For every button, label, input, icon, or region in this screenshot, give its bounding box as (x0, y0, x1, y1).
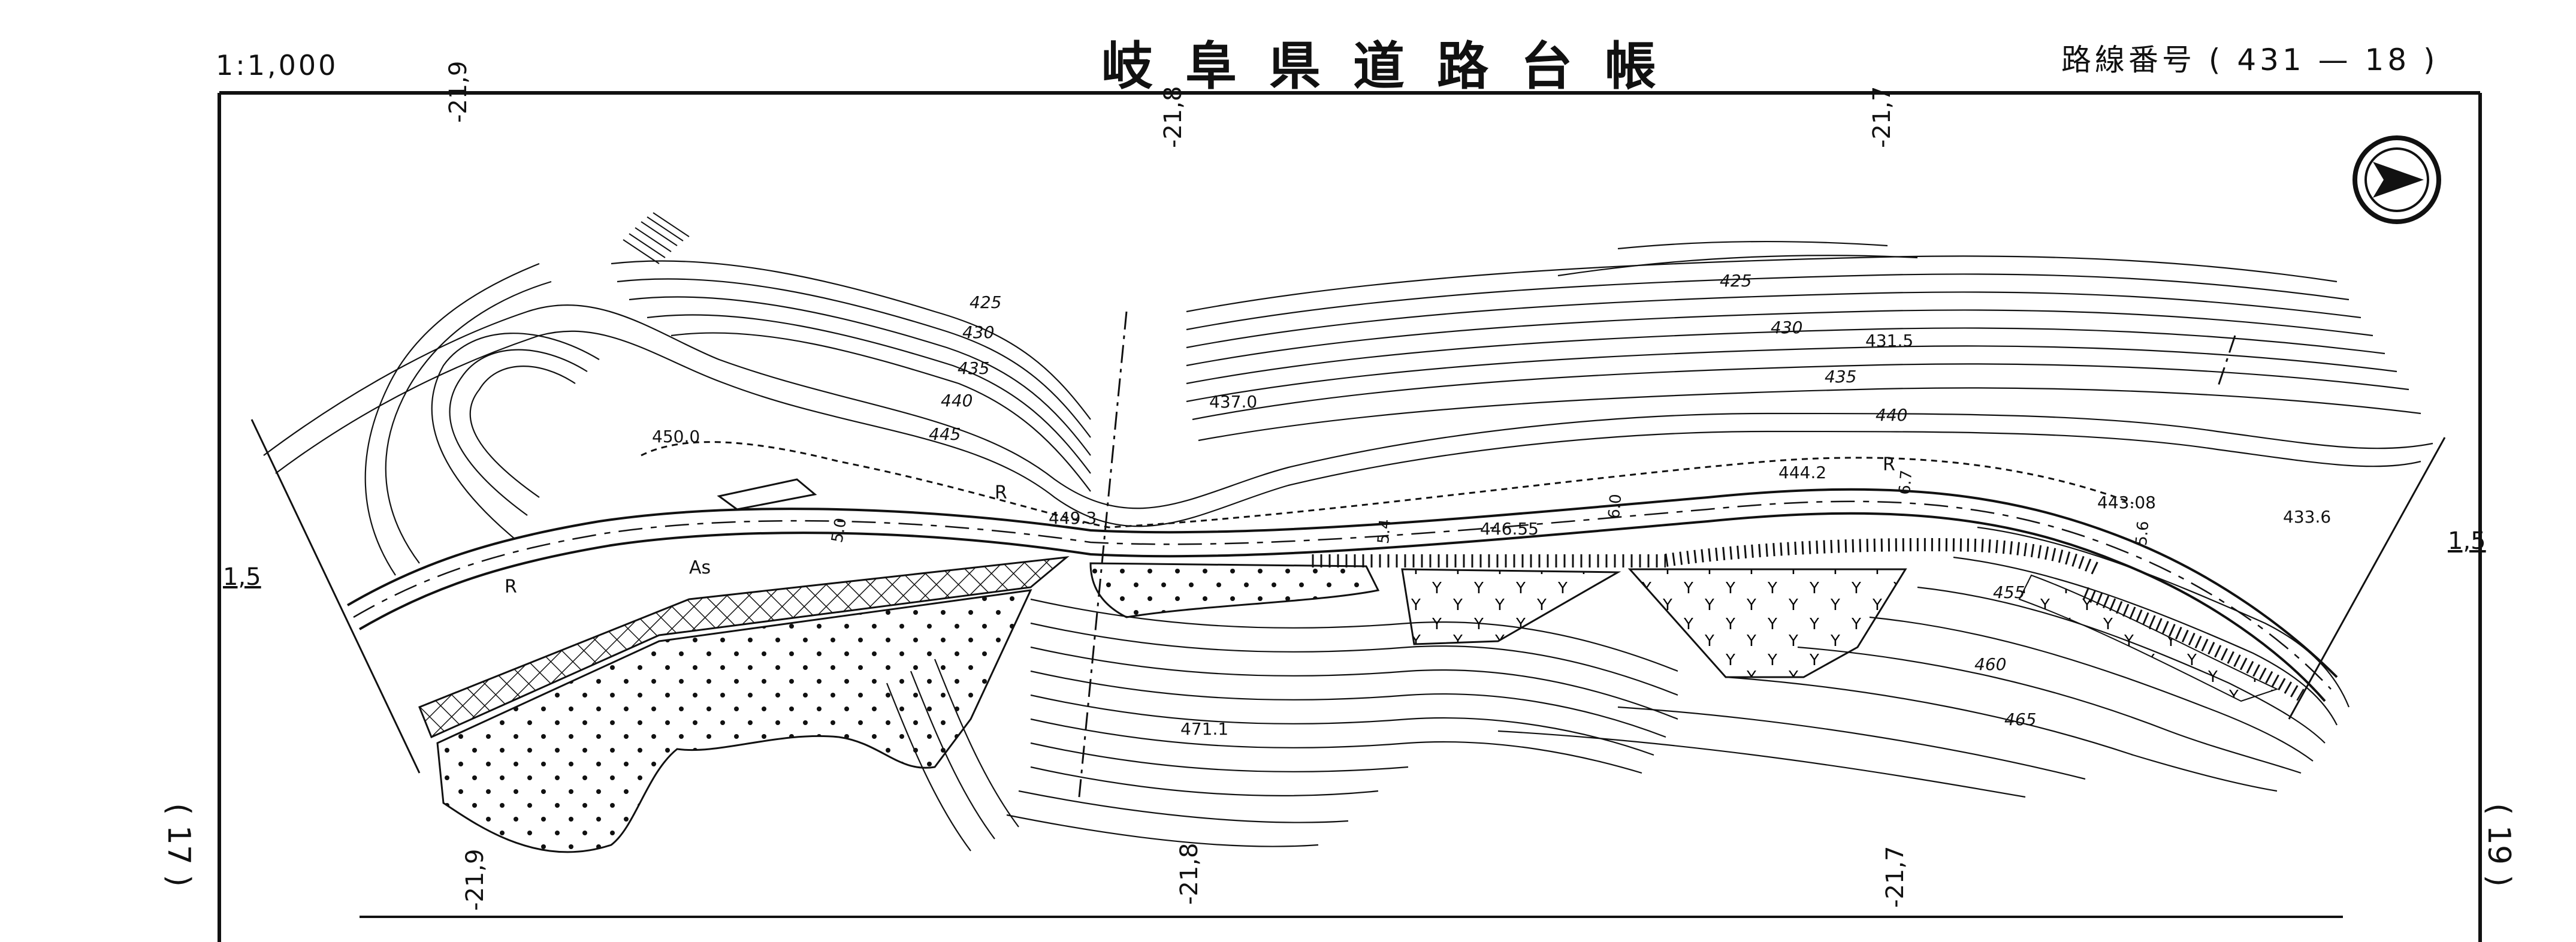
grid-label-right-row: 1,5 (2448, 527, 2486, 555)
retaining-wall-east (1665, 538, 2100, 575)
contour-label: 450.0 (652, 427, 700, 446)
contour-label: 445 (929, 424, 961, 444)
contour-lines (263, 240, 2433, 852)
grid-lines (1077, 311, 2236, 804)
contour-label: 425 (970, 292, 1002, 312)
route-label: 路線番号 (2061, 43, 2196, 77)
map-scale: 1:1,000 (216, 49, 339, 81)
retaining-wall (1306, 554, 1666, 567)
contour-label: 430 (962, 322, 995, 342)
contour-label: 435 (1825, 367, 1857, 387)
width-mark: 6.7 (1895, 469, 1916, 496)
map-frame (218, 91, 2482, 942)
contour-label: 440 (941, 391, 973, 410)
grid-label-bottom-3: -21,7 (1882, 846, 1909, 908)
embankment-zone-far-east (2018, 574, 2279, 702)
contour-label: 465 (2004, 709, 2037, 729)
contour-label: 460 (1974, 654, 2007, 674)
contour-label: 431.5 (1865, 331, 1914, 351)
road-alignment (346, 441, 2338, 702)
structure-outline (717, 478, 817, 511)
contour-label: 440 (1876, 405, 1908, 425)
road-curve-mark: R (1883, 454, 1895, 475)
hatched-fill-zone (418, 555, 1070, 739)
width-mark: 5.4 (1374, 518, 1395, 545)
contour-label: 455 (1993, 582, 2025, 602)
contour-label: 433.6 (2283, 507, 2332, 527)
spot-height: 437.0 (1209, 392, 1258, 412)
route-open-paren: ( (2208, 43, 2224, 77)
contour-label: 444.2 (1778, 463, 1827, 482)
page-title: 岐阜県道路台帳 (1101, 37, 1689, 96)
grid-label-top-2: -21,8 (1159, 86, 1187, 149)
dotted-fill-zone (436, 589, 1032, 853)
grid-label-top-1: -21,9 (445, 61, 472, 123)
pavement-mark: As (689, 557, 711, 578)
embankment-zone-west (1401, 568, 1621, 645)
spot-height: 449.3 (1049, 508, 1097, 528)
spot-height: 446.55 (1480, 519, 1539, 539)
road-curve-mark: R (995, 482, 1007, 503)
contour-label: 430 (1771, 318, 1803, 337)
contour-label: 425 (1720, 271, 1752, 291)
route-close-paren: ) (2423, 43, 2439, 77)
grid-label-bottom-1: -21,9 (461, 849, 489, 911)
guard-rail-east (2082, 587, 2305, 701)
grid-label-left-row: 1,5 (223, 563, 261, 591)
cliff-hatching (623, 212, 690, 264)
north-arrow-icon (2352, 135, 2441, 224)
dotted-patch (1089, 562, 1380, 618)
road-curve-mark: R (505, 576, 517, 597)
route-number-label: 路線番号 ( 431 — 18 ) (2061, 36, 2439, 79)
embankment-zone-east (1627, 568, 1907, 678)
grid-label-bottom-2: -21,8 (1176, 843, 1203, 905)
contour-label: 435 (958, 358, 990, 378)
width-mark: 6.0 (1605, 493, 1626, 520)
spot-height: 471.1 (1180, 719, 1229, 739)
grid-label-top-3: -21,7 (1868, 86, 1896, 149)
width-mark: 5.6 (2132, 520, 2153, 547)
route-number: 431 — 18 (2237, 43, 2411, 77)
contour-label: 443.08 (2097, 493, 2156, 512)
